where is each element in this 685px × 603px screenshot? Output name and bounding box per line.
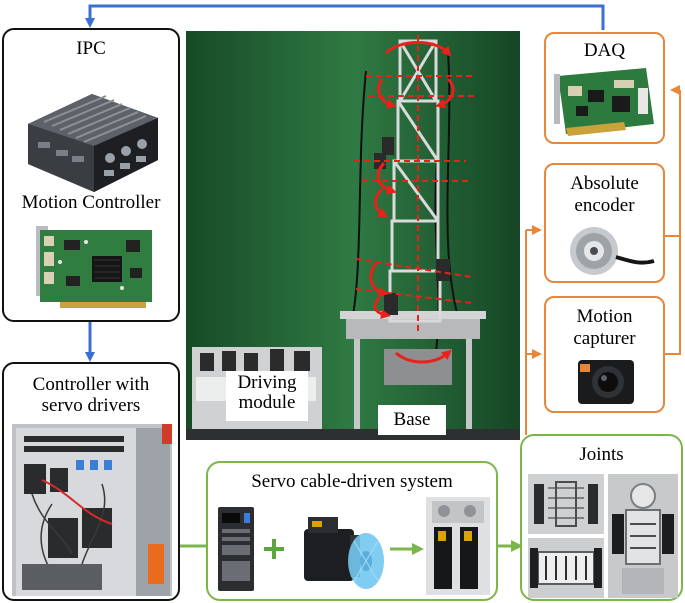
sensors-to-daq-bus bbox=[665, 90, 681, 355]
robot-photo: Driving module Base bbox=[186, 31, 520, 440]
motion-capturer-image bbox=[574, 354, 638, 408]
joint-image-1 bbox=[528, 474, 604, 534]
driving-module-line2: module bbox=[238, 392, 296, 413]
servo-motor-image bbox=[294, 511, 386, 591]
encoder-title-line1: Absolute bbox=[570, 173, 639, 194]
plus-icon bbox=[264, 539, 284, 559]
daq-to-ipc-arrow bbox=[85, 4, 605, 30]
servo-system-title: Servo cable-driven system bbox=[251, 471, 453, 492]
joints-title: Joints bbox=[579, 444, 624, 465]
driving-module-label: Driving module bbox=[226, 371, 308, 421]
joint-image-2 bbox=[608, 474, 678, 598]
driving-module-line1: Driving bbox=[237, 372, 297, 393]
ipc-unit-image bbox=[22, 66, 162, 202]
capturer-title-line1: Motion bbox=[576, 306, 633, 327]
motion-controller-label: Motion Controller bbox=[21, 192, 161, 213]
daq-title: DAQ bbox=[583, 40, 626, 61]
controller-title-line2: servo drivers bbox=[41, 395, 141, 416]
encoder-title-line2: encoder bbox=[574, 195, 635, 216]
encoder-box: Absolute encoder bbox=[544, 163, 665, 283]
motor-to-actuator-arrow bbox=[390, 543, 424, 555]
ipc-box: IPC Motion Controller bbox=[2, 28, 180, 322]
motion-controller-card-image bbox=[30, 222, 158, 312]
base-label: Base bbox=[378, 405, 446, 435]
controller-title-line1: Controller with bbox=[32, 374, 150, 395]
encoder-image bbox=[560, 221, 656, 279]
cable-actuator-image bbox=[426, 497, 490, 595]
daq-box: DAQ bbox=[544, 32, 665, 144]
capturer-box: Motion capturer bbox=[544, 296, 665, 413]
joints-box: Joints bbox=[520, 434, 683, 601]
capturer-title-line2: capturer bbox=[573, 328, 636, 349]
servo-system-box: Servo cable-driven system bbox=[206, 461, 498, 601]
controller-box: Controller with servo drivers bbox=[2, 362, 180, 601]
ipc-title: IPC bbox=[76, 38, 106, 59]
servo-drive-image bbox=[216, 505, 256, 593]
control-cabinet-image bbox=[12, 424, 172, 596]
joint-image-3 bbox=[528, 538, 604, 598]
daq-card-image bbox=[554, 66, 658, 138]
